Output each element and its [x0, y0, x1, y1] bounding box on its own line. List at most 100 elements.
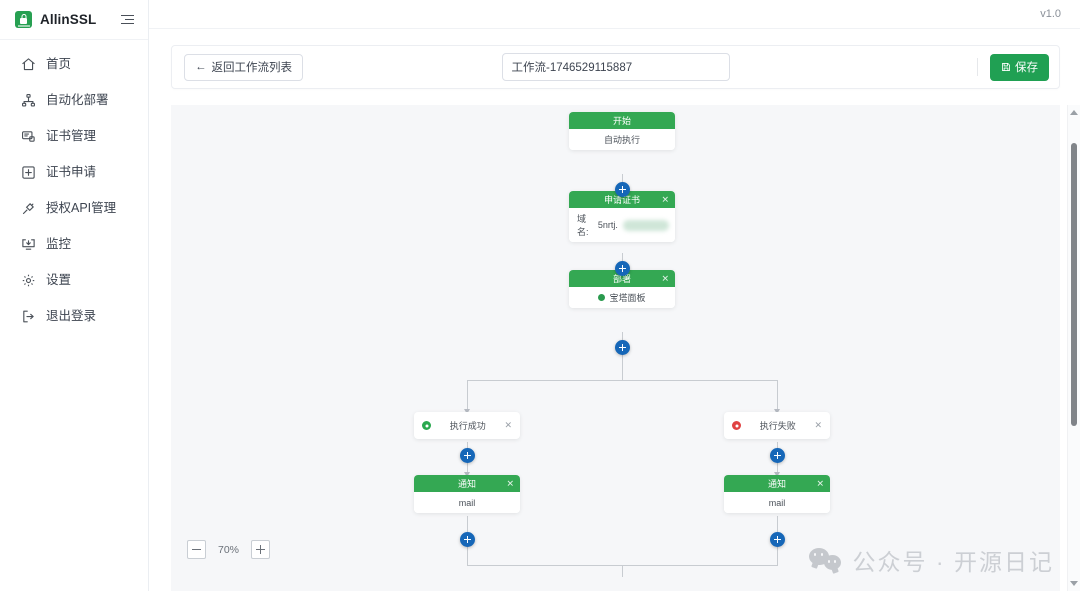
node-header: 通知 ✕: [414, 475, 520, 492]
node-body: mail: [724, 492, 830, 513]
node-deploy[interactable]: 部署 ✕ 宝塔面板: [569, 270, 675, 308]
node-condition-success[interactable]: 执行成功 ✕: [414, 412, 520, 439]
top-bar: v1.0: [149, 0, 1080, 29]
back-to-workflow-list-button[interactable]: ← 返回工作流列表: [184, 53, 303, 81]
sidebar-item-settings[interactable]: 设置: [0, 262, 148, 298]
zoom-percent-label: 70%: [218, 543, 240, 556]
sidebar-item-label: 证书申请: [46, 164, 97, 179]
monitor-icon: [21, 237, 36, 252]
zoom-controls: 70%: [187, 540, 271, 559]
close-icon[interactable]: ✕: [506, 478, 514, 488]
node-condition-fail[interactable]: 执行失败 ✕: [724, 412, 830, 439]
add-step-button-fail-branch[interactable]: [770, 448, 785, 463]
sidebar-item-home[interactable]: 首页: [0, 46, 148, 82]
close-icon[interactable]: ✕: [814, 420, 822, 430]
node-title: 申请证书: [603, 195, 640, 205]
close-icon[interactable]: ✕: [504, 420, 512, 430]
condition-label: 执行失败: [759, 421, 796, 431]
connector-branch-horizontal: [467, 380, 778, 381]
home-icon: [21, 57, 36, 72]
node-body: 宝塔面板: [569, 287, 675, 308]
sidebar-item-label: 证书管理: [46, 128, 97, 143]
add-step-button-after-start[interactable]: [615, 182, 630, 197]
plus-square-icon: [21, 165, 36, 180]
sidebar-item-cert-apply[interactable]: 证书申请: [0, 154, 148, 190]
node-body-text: mail: [768, 497, 786, 508]
connector-branch-right: [777, 380, 778, 409]
lock-shield-icon: [15, 11, 32, 28]
scroll-up-arrow-icon[interactable]: [1070, 110, 1078, 115]
sidebar-collapse-icon[interactable]: [120, 12, 136, 28]
node-header: 通知 ✕: [724, 475, 830, 492]
save-button-label: 保存: [1015, 62, 1038, 74]
toolbar-divider: [977, 58, 978, 76]
close-icon[interactable]: ✕: [661, 273, 669, 283]
save-disk-icon: [1001, 62, 1011, 72]
node-notify-success[interactable]: 通知 ✕ mail: [414, 475, 520, 513]
add-step-button-after-deploy[interactable]: [615, 340, 630, 355]
back-button-label: 返回工作流列表: [211, 62, 293, 74]
version-label: v1.0: [1040, 8, 1061, 20]
zoom-out-button[interactable]: [187, 540, 206, 559]
connector-deploy-branch: [622, 332, 623, 381]
node-body: 自动执行: [569, 129, 675, 150]
error-circle-icon: [732, 421, 741, 430]
connector-branch-left: [467, 380, 468, 409]
node-body-label: 域名:: [577, 214, 589, 237]
zoom-in-button[interactable]: [251, 540, 271, 559]
node-header: 开始: [569, 112, 675, 129]
bt-panel-icon: [598, 294, 606, 301]
sidebar-item-label: 自动化部署: [46, 92, 109, 107]
gear-icon: [21, 273, 36, 288]
node-body-text: 宝塔面板: [609, 293, 646, 303]
sidebar-item-api-auth[interactable]: 授权API管理: [0, 190, 148, 226]
add-step-button-success-branch[interactable]: [460, 448, 475, 463]
node-start[interactable]: 开始 自动执行: [569, 112, 675, 150]
toolbar-right-group: 保存: [977, 53, 1049, 81]
node-notify-fail[interactable]: 通知 ✕ mail: [724, 475, 830, 513]
sidebar: AllinSSL 首页: [0, 0, 149, 591]
sitemap-icon: [21, 93, 36, 108]
sidebar-item-label: 首页: [46, 56, 72, 71]
add-step-button-after-notify-success[interactable]: [460, 532, 475, 547]
node-title: 部署: [612, 274, 631, 284]
sidebar-item-label: 设置: [46, 272, 72, 287]
node-apply-certificate[interactable]: 申请证书 ✕ 域名: 5nrtj.: [569, 191, 675, 242]
node-title: 通知: [767, 479, 786, 489]
workflow-name-input[interactable]: [501, 53, 730, 81]
add-step-button-after-apply[interactable]: [615, 261, 630, 276]
arrow-left-icon: ←: [195, 61, 207, 73]
scrollbar-thumb[interactable]: [1071, 143, 1077, 426]
save-button[interactable]: 保存: [990, 53, 1049, 81]
check-circle-icon: [422, 421, 431, 430]
condition-label: 执行成功: [449, 421, 486, 431]
close-icon[interactable]: ✕: [661, 194, 669, 204]
brand-name: AllinSSL: [40, 12, 97, 27]
sidebar-nav: 首页 自动化部署: [0, 40, 148, 334]
sidebar-item-monitor[interactable]: 监控: [0, 226, 148, 262]
node-title: 通知: [457, 479, 476, 489]
node-body-value: 5nrtj.: [597, 220, 618, 230]
redacted-domain-mask: [622, 219, 669, 231]
sidebar-item-cert-manage[interactable]: 证书管理: [0, 118, 148, 154]
close-icon[interactable]: ✕: [816, 478, 824, 488]
workflow-canvas[interactable]: 开始 自动执行 申请证书 ✕ 域名: 5nrtj.: [171, 105, 1060, 591]
arrow-head: [464, 409, 470, 414]
node-body: 域名: 5nrtj.: [569, 208, 675, 242]
connector-merge-stem: [622, 565, 623, 577]
flow-graph: 开始 自动执行 申请证书 ✕ 域名: 5nrtj.: [171, 105, 1060, 591]
arrow-head: [464, 472, 470, 477]
arrow-head: [774, 409, 780, 414]
node-header: 申请证书 ✕: [569, 191, 675, 208]
node-title: 开始: [612, 116, 631, 126]
logout-icon: [21, 309, 36, 324]
node-body-text: 自动执行: [603, 135, 640, 145]
sidebar-item-logout[interactable]: 退出登录: [0, 298, 148, 334]
scroll-down-arrow-icon[interactable]: [1070, 581, 1078, 586]
add-step-button-after-notify-fail[interactable]: [770, 532, 785, 547]
sidebar-item-automation[interactable]: 自动化部署: [0, 82, 148, 118]
toolbar-wrapper: ← 返回工作流列表 保存: [149, 29, 1080, 89]
sidebar-item-label: 授权API管理: [46, 200, 117, 215]
canvas-scrollbar[interactable]: [1067, 105, 1080, 591]
